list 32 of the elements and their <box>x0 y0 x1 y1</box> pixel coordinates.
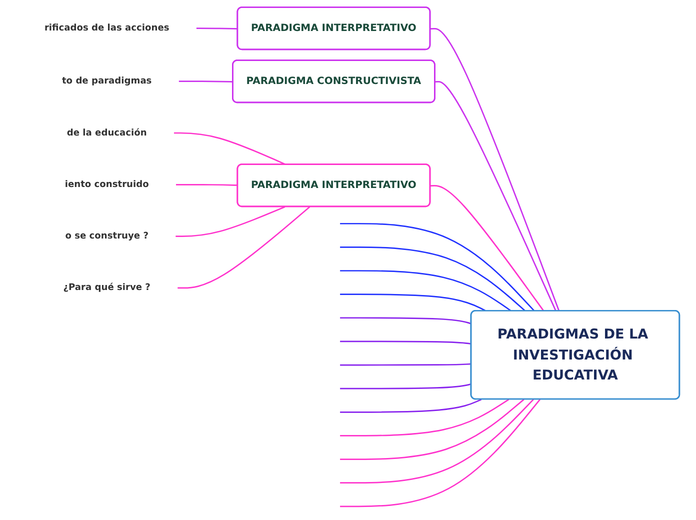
branch-line <box>174 132 286 166</box>
topic-box: PARADIGMA CONSTRUCTIVISTA <box>232 60 436 104</box>
branch-line <box>340 398 534 484</box>
branch-line <box>340 398 524 460</box>
branch-line <box>340 317 472 324</box>
subtopic-text: de la educación <box>66 128 146 138</box>
topic-box: PARADIGMA INTERPRETATIVO <box>236 164 430 208</box>
branch-line <box>340 399 540 508</box>
branch-line <box>340 383 472 390</box>
topic-box: PARADIGMA INTERPRETATIVO <box>236 6 430 50</box>
branch-line <box>430 28 560 312</box>
branch-line <box>177 206 310 289</box>
branch-line <box>340 398 509 436</box>
branch-line <box>340 363 472 366</box>
branch-line <box>176 184 238 186</box>
branch-line <box>434 81 556 312</box>
subtopic-text: iento construido <box>64 180 148 190</box>
branch-line <box>178 80 233 82</box>
branch-line <box>430 185 544 312</box>
branch-line <box>340 270 512 312</box>
branch-line <box>175 206 285 237</box>
branch-line <box>340 294 486 312</box>
branch-line <box>340 246 526 312</box>
branch-line <box>196 28 238 30</box>
branch-line <box>340 222 535 312</box>
subtopic-text: rificados de las acciones <box>44 23 169 34</box>
branch-line <box>340 340 472 345</box>
branch-line <box>340 398 482 413</box>
central-topic-box: PARADIGMAS DE LA INVESTIGACIÓN EDUCATIVA <box>470 310 680 400</box>
subtopic-text: ¿Para qué sirve ? <box>62 283 150 293</box>
subtopic-text: o se construye ? <box>64 231 148 242</box>
subtopic-text: to de paradigmas <box>62 76 152 86</box>
